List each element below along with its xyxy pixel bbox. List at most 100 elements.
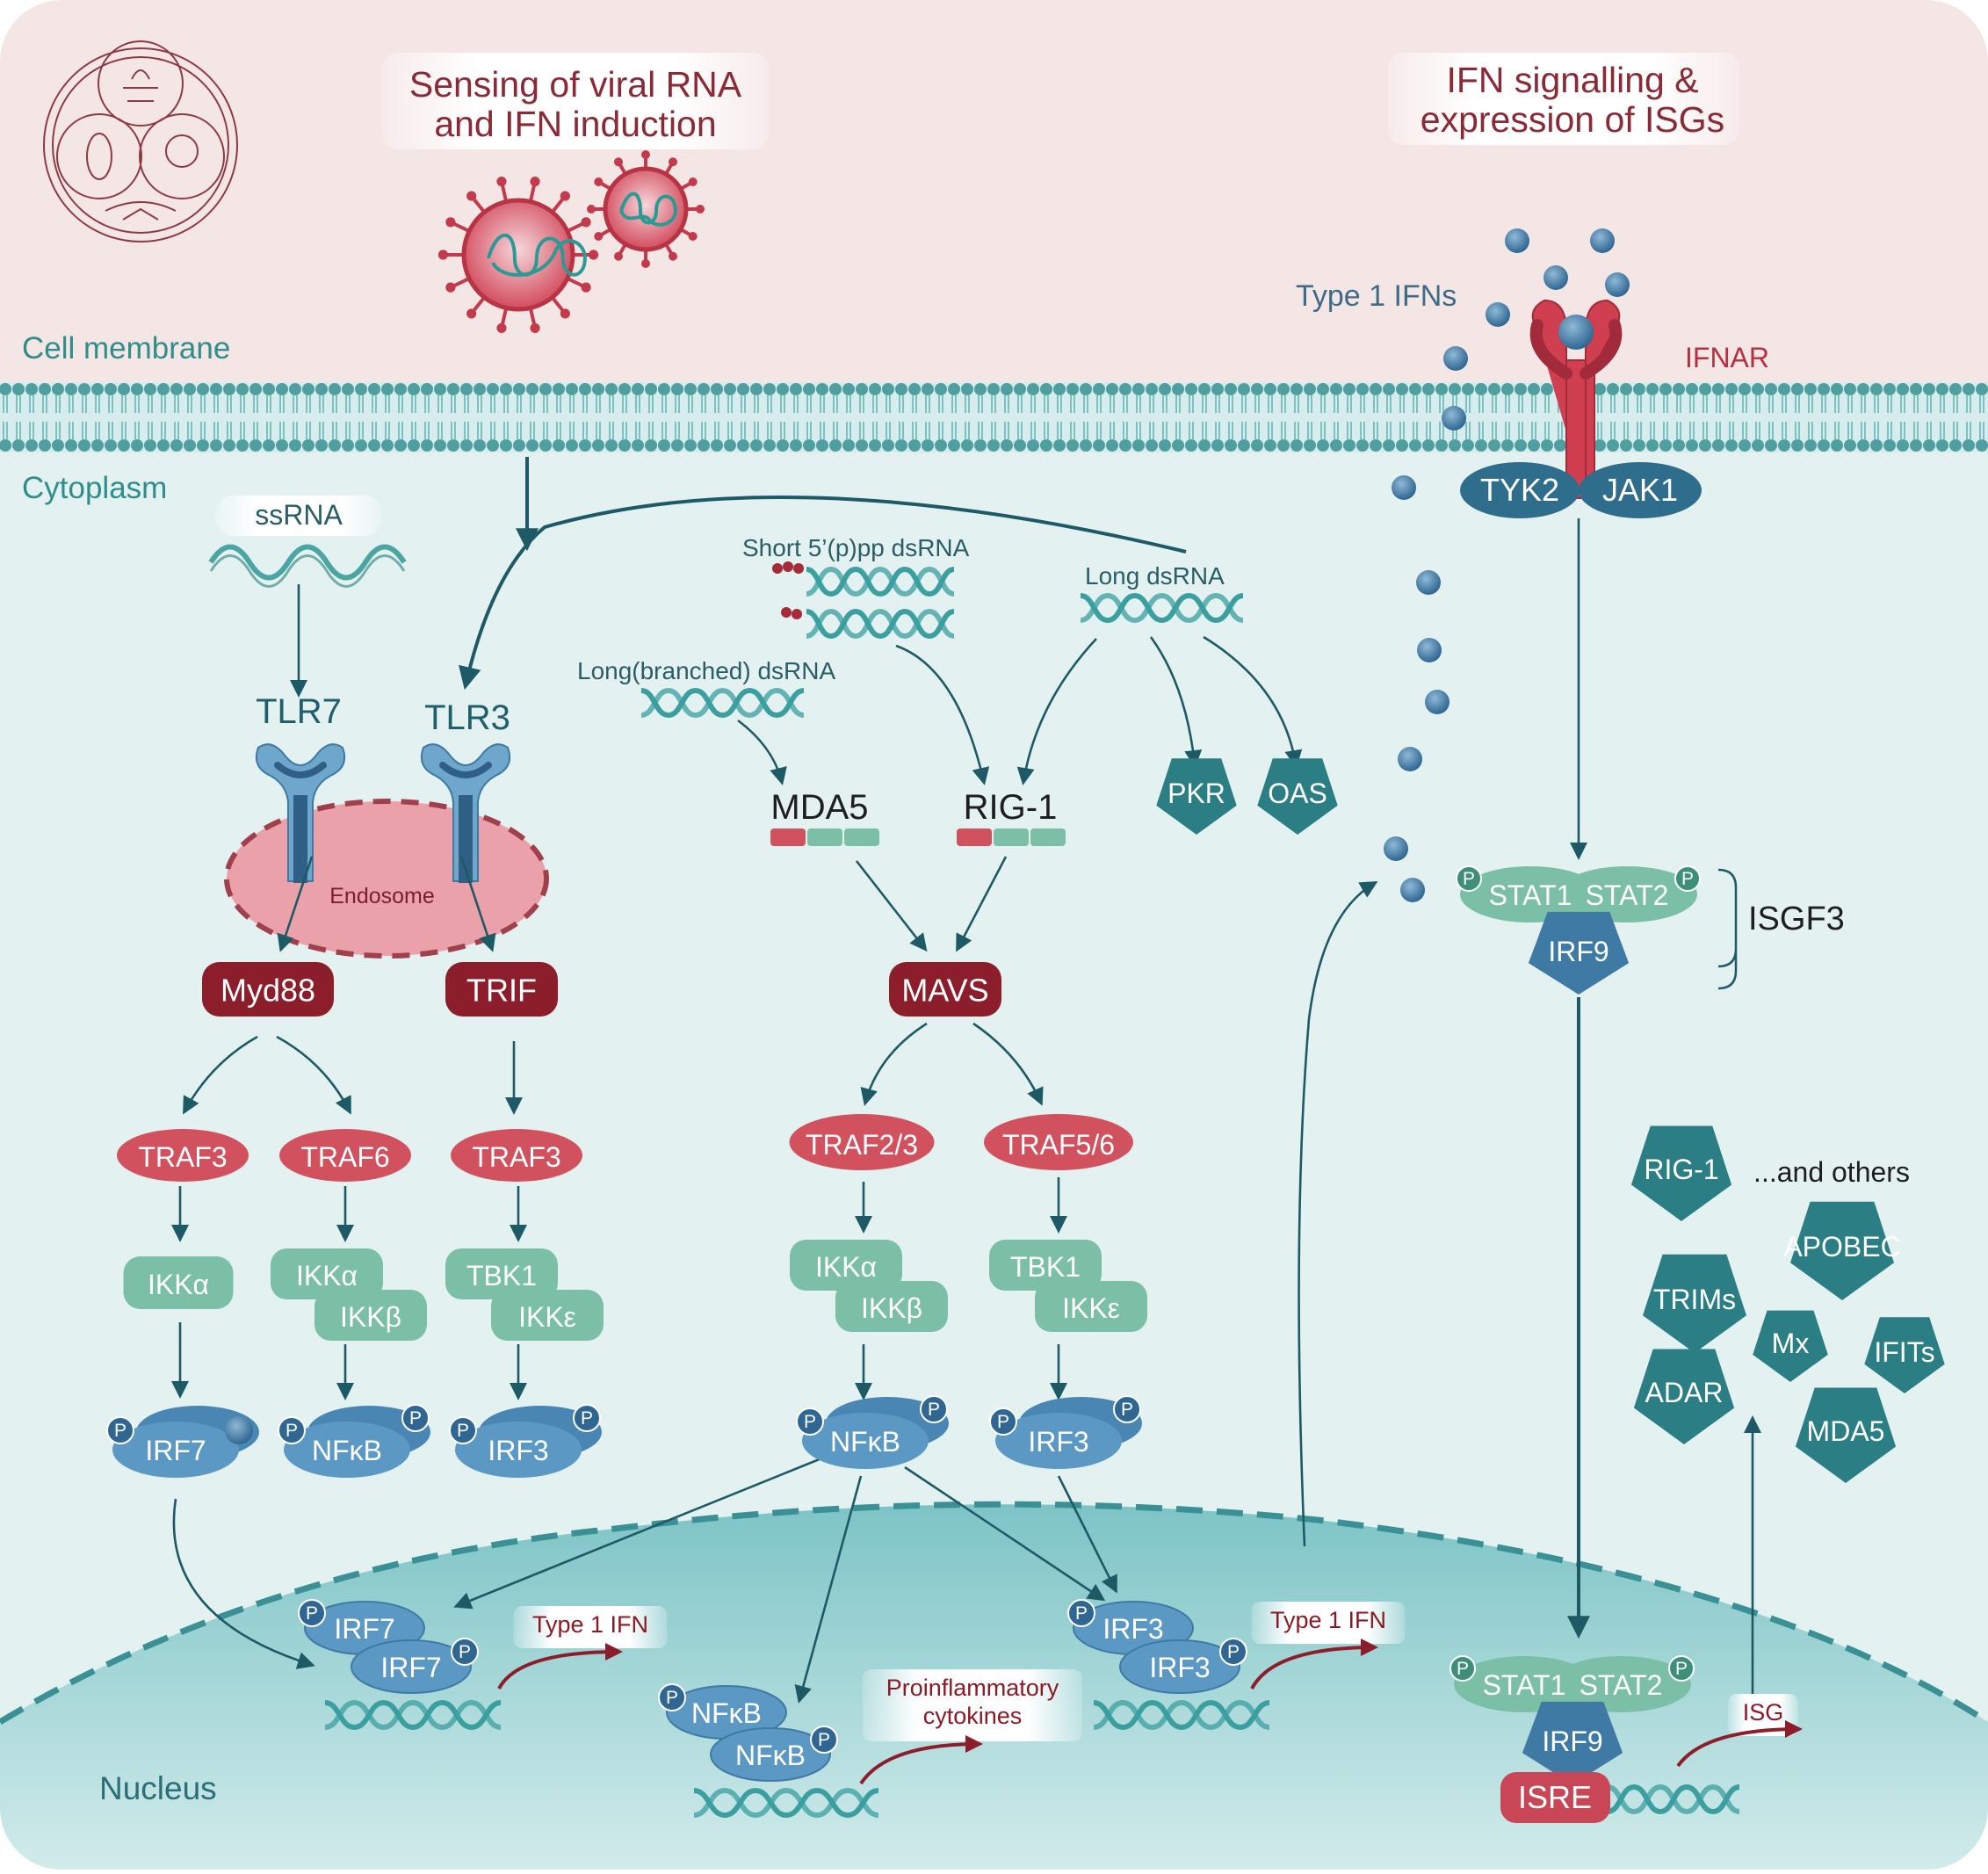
helix [1607, 1784, 1740, 1815]
logo [43, 40, 238, 242]
ifn-molecule [1384, 836, 1408, 861]
ikka-traf6-label: IKKα [296, 1260, 358, 1292]
ifn-molecule [1486, 302, 1510, 327]
traf6-label: TRAF6 [300, 1141, 389, 1173]
dsrna-to-tlr3-arrow [459, 495, 1187, 691]
phospho-label: P [581, 1408, 593, 1429]
ifn-molecule [1416, 570, 1441, 595]
phospho-label: P [928, 1400, 940, 1420]
type1-ifn-right-line1: Type 1 IFN [1270, 1607, 1386, 1633]
phospho-label: P [1075, 1603, 1088, 1624]
myd88-to-traf3-arrow [183, 1035, 258, 1115]
phospho-label: P [114, 1421, 127, 1441]
helix [640, 687, 805, 719]
label-cytoplasm: Cytoplasm [22, 471, 167, 505]
isgf3-nucleus-stat1-label: STAT1 [1483, 1669, 1566, 1701]
ifnar-label: IFNAR [1685, 342, 1769, 373]
irf3-mavs: IRF3 [995, 1397, 1142, 1469]
helix [324, 1699, 502, 1731]
branched-dsrna-to-mda5-arrow [737, 719, 787, 785]
long-branched-dsrna-label: Long(branched) dsRNA [577, 657, 835, 684]
ikke-mavs-label: IKKε [1062, 1292, 1120, 1324]
irf7-phospho-dimer [225, 1416, 253, 1444]
ifn-secretion-arrow [1298, 880, 1378, 1547]
isgf3-bracket [1717, 868, 1738, 990]
type1-ifn-left-arrow [497, 1643, 623, 1689]
rig1-to-mavs-arrow [956, 856, 1008, 952]
phospho-label: P [818, 1730, 830, 1750]
ikke-trif-label: IKKε [518, 1301, 576, 1333]
ikke-trif: IKKε [491, 1290, 604, 1341]
traf3-trif: TRAF3 [451, 1129, 582, 1182]
isg-mda5: MDA5 [1795, 1387, 1897, 1483]
irf7-nucleus-b: IRF7 [351, 1639, 472, 1694]
title-right-line2: expression of ISGs [1421, 99, 1724, 140]
irf3-mavs-label: IRF3 [1028, 1426, 1088, 1458]
long-dsrna-to-rig1-arrow [1016, 638, 1097, 785]
rig1-domains [957, 828, 1066, 846]
isgf3-cytoplasm-irf9-label: IRF9 [1548, 936, 1608, 967]
phospho-badge: P [1449, 1655, 1476, 1682]
phospho-label: P [1121, 1400, 1133, 1420]
tbk1-trif: TBK1 [445, 1248, 558, 1299]
phospho-badge: P [106, 1416, 134, 1444]
isre-label: ISRE [1518, 1779, 1592, 1815]
label-nucleus: Nucleus [99, 1770, 217, 1806]
type1-ifn-left-line1: Type 1 IFN [532, 1611, 648, 1638]
ssrna: ssRNA [208, 496, 407, 588]
proinflammatory-cytokines-line1: Proinflammatory [886, 1675, 1059, 1701]
ifn-molecule [1417, 638, 1442, 662]
traf5-6-label: TRAF5/6 [1002, 1129, 1115, 1161]
traf3-myd88: TRAF3 [117, 1129, 249, 1182]
mavs-label: MAVS [901, 973, 988, 1009]
isg-trims-label: TRIMs [1653, 1284, 1736, 1315]
myd88: Myd88 [202, 962, 334, 1017]
phospho-badge: P [1674, 865, 1701, 892]
ikkb-mavs-label: IKKβ [861, 1292, 922, 1324]
irf3-to-nucleus-arrow [1057, 1475, 1117, 1594]
phospho-label: P [1463, 869, 1475, 889]
isg-adar-label: ADAR [1645, 1377, 1724, 1408]
phospho-label: P [286, 1421, 298, 1441]
ifn-molecule [1400, 878, 1425, 902]
ikka-mavs-label: IKKα [815, 1251, 877, 1283]
nfkb-traf6: NFκB [284, 1406, 430, 1478]
trif-label: TRIF [466, 973, 537, 1009]
mda5-label: MDA5 [770, 788, 868, 827]
ifn-molecule [1605, 272, 1630, 297]
endosome: Endosome [224, 799, 549, 959]
helix [1080, 592, 1244, 624]
isg-rig1: RIG-1 [1630, 1125, 1732, 1221]
traf6: TRAF6 [279, 1129, 411, 1182]
short-dsrna-to-rig1-arrow [895, 644, 990, 785]
isg-ifits-label: IFITs [1874, 1336, 1934, 1368]
nfkb-nucleus-b: NFκB [710, 1727, 831, 1782]
phospho-badge: P [278, 1416, 306, 1444]
ifn-molecule [1442, 406, 1466, 431]
nfkb-traf6-label: NFκB [312, 1435, 382, 1466]
ikke-mavs: IKKε [1035, 1281, 1147, 1332]
isg-apobec-label: APOBEC [1783, 1231, 1900, 1263]
phospho-label: P [1457, 1659, 1469, 1679]
irf3-nucleus-b-label: IRF3 [1149, 1652, 1210, 1683]
tbk1-mavs-label: TBK1 [1010, 1251, 1081, 1283]
ifn-molecule [1443, 346, 1468, 371]
jak-kinases: TYK2 JAK1 [1460, 462, 1702, 518]
isg-output-arrow [1676, 1720, 1803, 1768]
isg-ifits: IFITs [1864, 1317, 1945, 1393]
phospho-badge: P [920, 1395, 948, 1423]
myd88-label: Myd88 [220, 973, 315, 1009]
isg-mx-label: Mx [1772, 1328, 1810, 1359]
ifn-molecule [1398, 747, 1422, 771]
nfkb-mavs-label: NFκB [830, 1426, 900, 1458]
phospho-badge: P [573, 1404, 601, 1432]
isgf3-cytoplasm-irf9-shape [1528, 911, 1630, 995]
irf7-nucleus-a-label: IRF7 [334, 1613, 394, 1645]
helix [806, 608, 955, 640]
title-left-line2: and IFN induction [434, 104, 716, 144]
traf3-trif-label: TRAF3 [472, 1141, 560, 1173]
dsrna-helices [324, 566, 1740, 1819]
ikkb-traf6-label: IKKβ [340, 1301, 401, 1333]
